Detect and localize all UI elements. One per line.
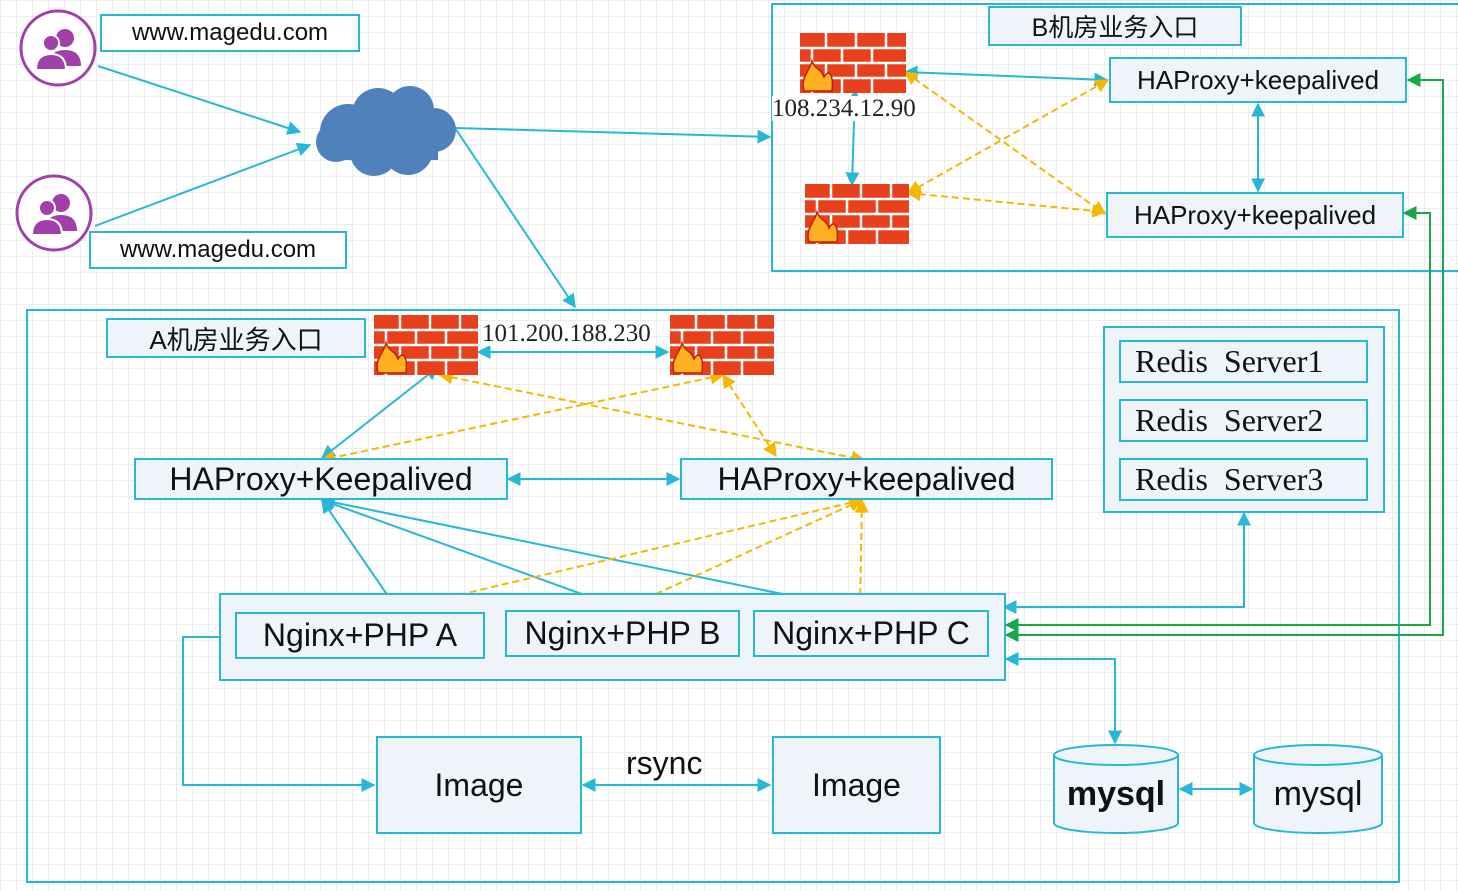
mysql-master-label: mysql [1066, 775, 1166, 813]
link-b-ha2-to-web [1004, 206, 1431, 632]
mysql-slave-label: mysql [1273, 775, 1363, 813]
room-b-haproxy-1[interactable]: HAProxy+keepalived [1109, 57, 1407, 103]
firewall-icon [374, 315, 478, 380]
user-group-icon [15, 174, 93, 252]
user-url-2[interactable]: www.magedu.com [89, 231, 347, 269]
hb-ha2-nginx-b [623, 498, 864, 610]
link-a-fw1-ha1 [320, 366, 440, 459]
link-cloud-room-a [454, 127, 576, 309]
hb-a-fw2-ha1 [320, 370, 725, 465]
room-a-title: A机房业务入口 [106, 318, 366, 358]
hb-a-fw2-ha2 [722, 373, 777, 458]
database-icon [1053, 744, 1179, 834]
room-a-haproxy-2[interactable]: HAProxy+keepalived [680, 458, 1053, 500]
link-web-mysql [1004, 652, 1122, 745]
internet-cloud-icon [308, 80, 458, 183]
user-avatar-2 [14, 173, 94, 258]
redis-server-2[interactable]: Redis Server2 [1119, 399, 1368, 442]
user-url-1[interactable]: www.magedu.com [100, 14, 360, 52]
room-b-vip: 108.234.12.90 [772, 95, 916, 122]
web-node-b[interactable]: Nginx+PHP B [505, 610, 740, 657]
room-b-title: B机房业务入口 [988, 6, 1242, 46]
link-user2-cloud [94, 142, 312, 227]
room-b-haproxy-2[interactable]: HAProxy+keepalived [1106, 192, 1404, 238]
mysql-slave[interactable]: mysql [1252, 743, 1384, 835]
image-storage-1[interactable]: Image [376, 736, 582, 834]
firewall-icon [805, 184, 909, 249]
firewall-icon [670, 315, 774, 380]
link-user1-cloud [97, 65, 302, 135]
room-a-haproxy-1[interactable]: HAProxy+Keepalived [134, 458, 508, 500]
database-icon [1253, 744, 1383, 834]
link-redis-web [1002, 511, 1251, 614]
hb-a-fw1-ha2 [438, 370, 866, 465]
hb-b-fw2-ha2 [906, 187, 1107, 218]
hb-b-fw2-ha1 [906, 79, 1110, 194]
link-web-image [182, 636, 376, 792]
room-a-vip: 101.200.188.230 [482, 320, 651, 347]
mysql-master[interactable]: mysql [1052, 743, 1180, 835]
link-b-fw1-ha1 [903, 65, 1109, 87]
redis-server-3[interactable]: Redis Server3 [1119, 458, 1368, 501]
user-group-icon [19, 9, 97, 87]
rsync-label: rsync [626, 745, 703, 781]
web-node-a[interactable]: Nginx+PHP A [235, 612, 485, 659]
image-storage-2[interactable]: Image [772, 736, 941, 834]
redis-server-1[interactable]: Redis Server1 [1119, 340, 1368, 383]
link-b-ha1-to-web [1004, 73, 1444, 642]
link-cloud-room-b [454, 127, 772, 144]
user-avatar-1 [18, 8, 98, 93]
firewall-icon [800, 33, 906, 98]
hb-b-fw1-ha2 [903, 71, 1107, 215]
web-node-c[interactable]: Nginx+PHP C [753, 610, 989, 657]
hb-ha2-nginx-c [853, 498, 869, 609]
